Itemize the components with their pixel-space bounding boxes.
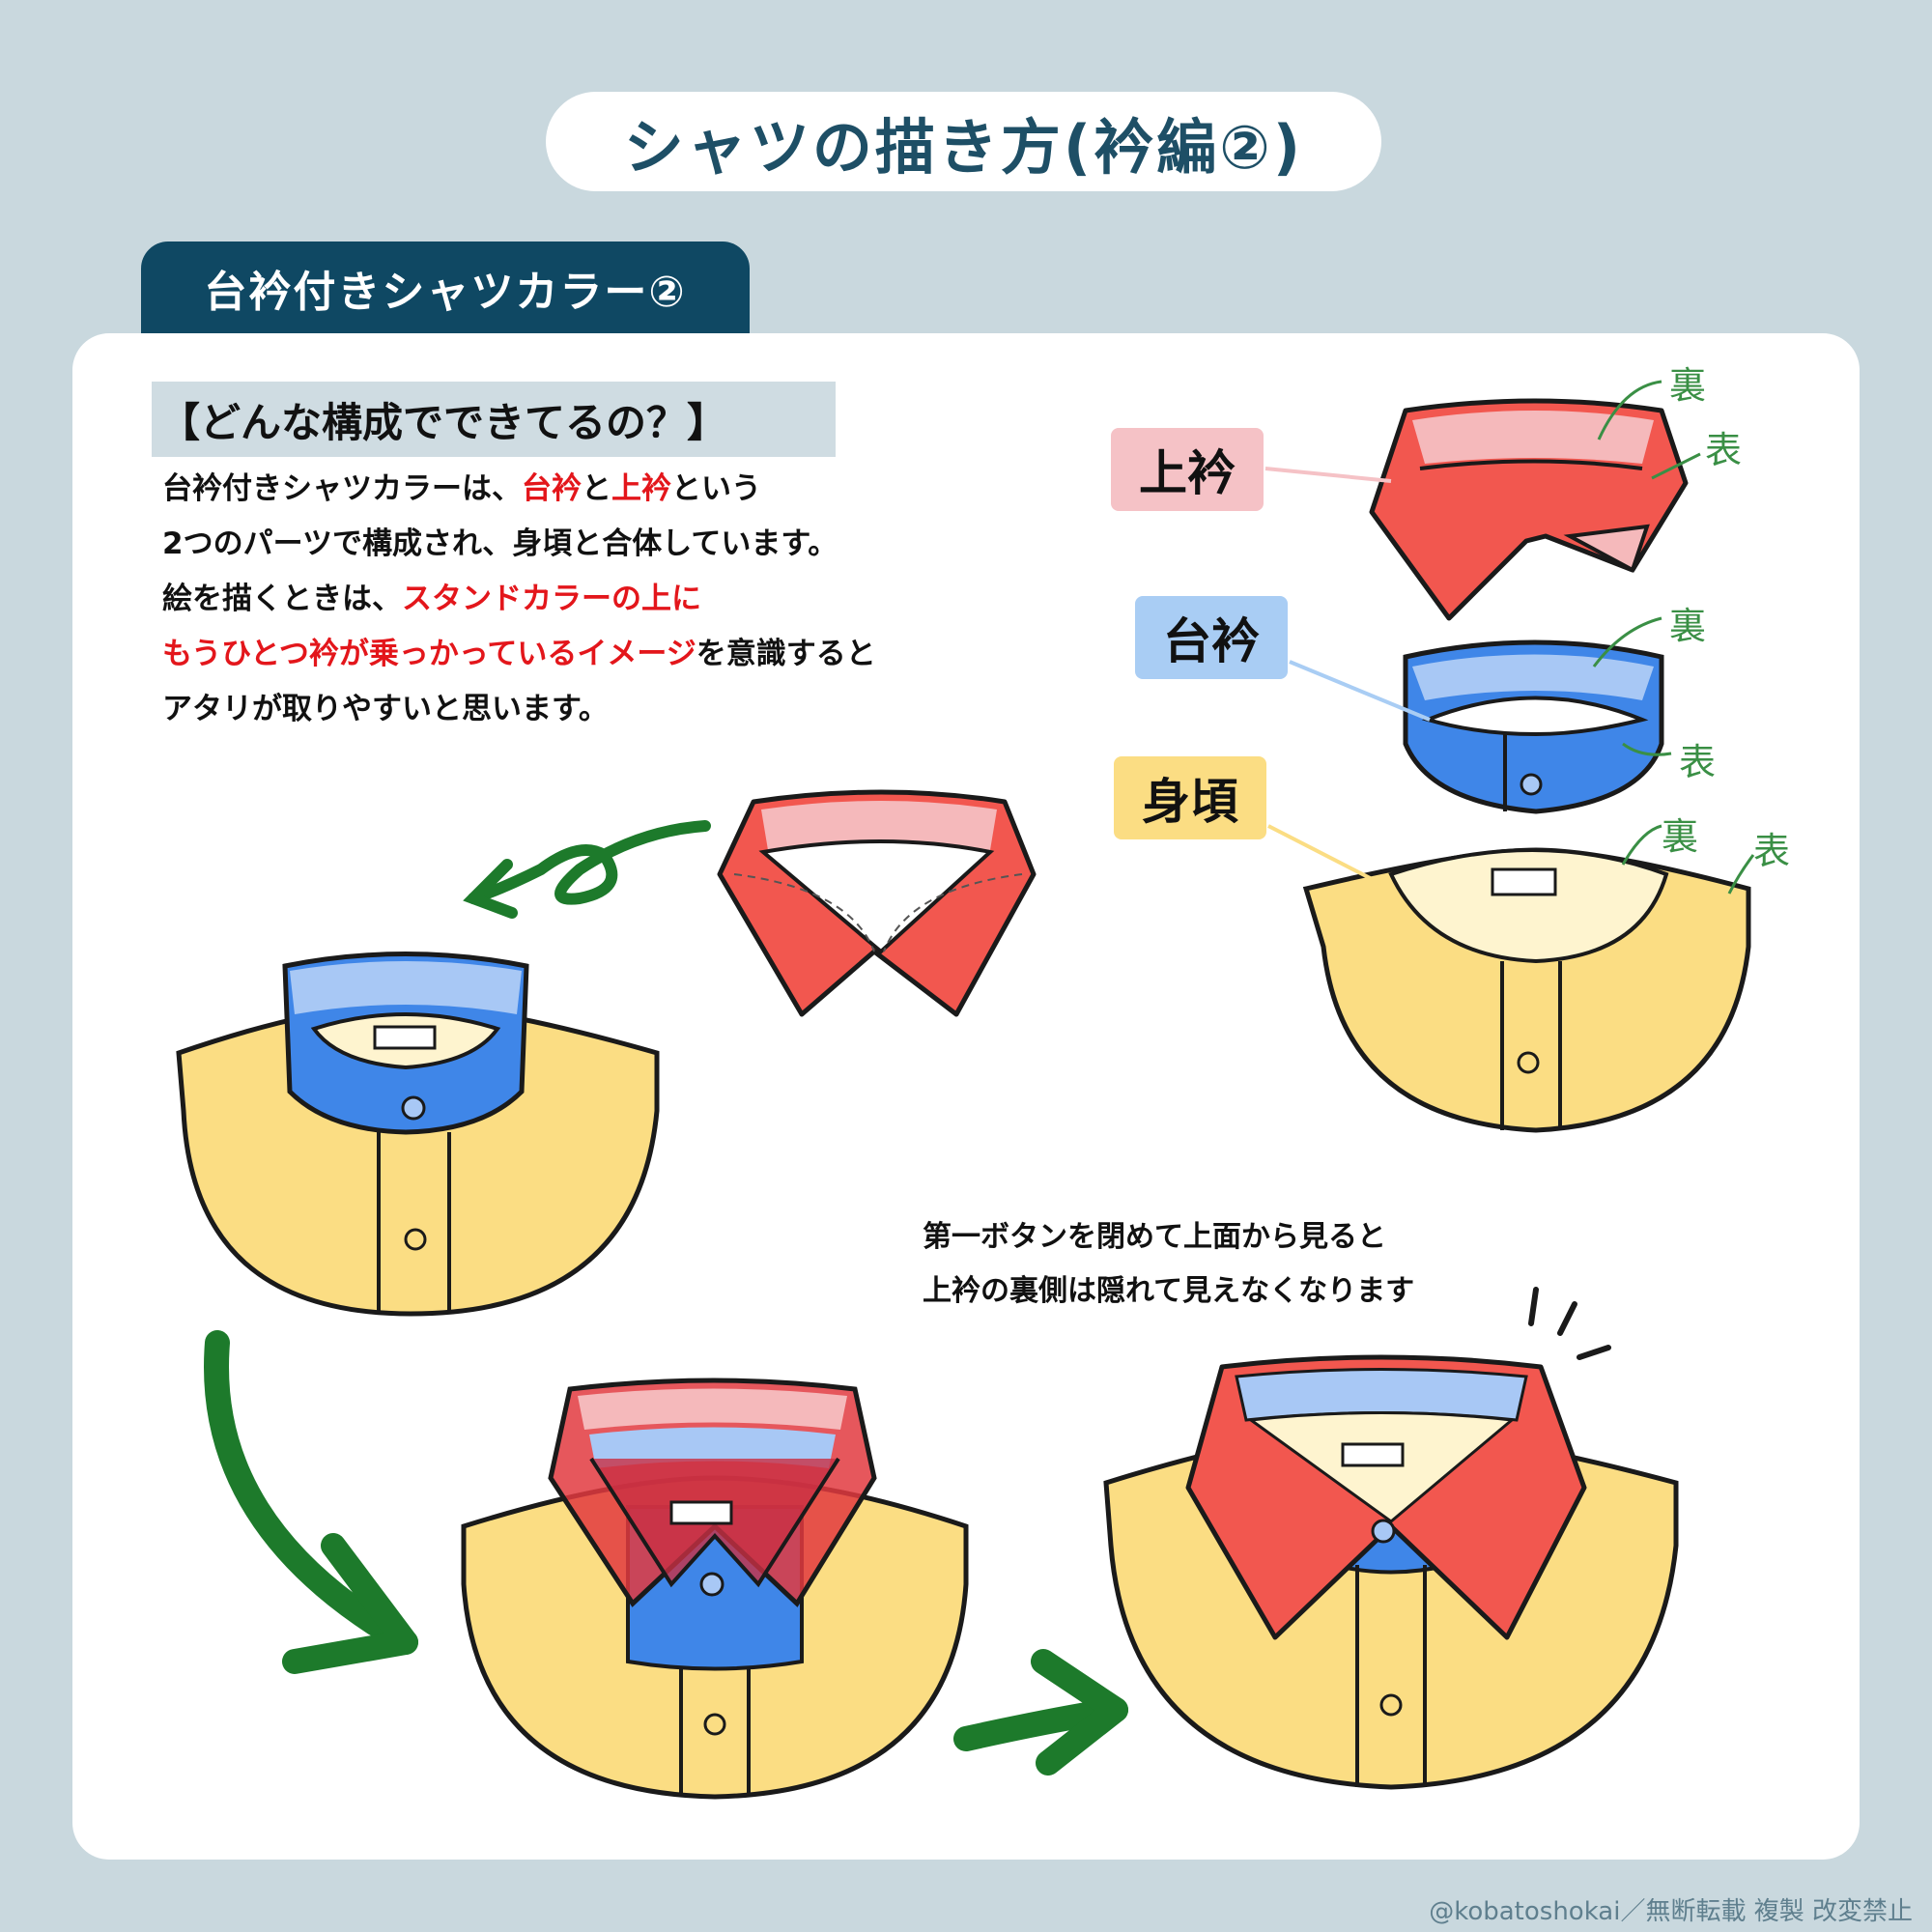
arrow-right-icon xyxy=(953,1649,1128,1776)
upper-collar-illustration xyxy=(1369,398,1689,621)
page-title: シャツの描き方(衿編②) xyxy=(546,92,1381,191)
description: 台衿付きシャツカラーは、台衿と上衿という 2つのパーツで構成され、身頃と合体して… xyxy=(162,462,1032,737)
label-body: 身頃 xyxy=(1114,756,1266,839)
note-text: 第一ボタンを閉めて上面から見ると 上衿の裏側は隠れて見えなくなります xyxy=(923,1210,1521,1319)
arrow-down-right-icon xyxy=(204,1330,418,1674)
stand-collar-illustration xyxy=(1403,639,1664,814)
body-yoke-illustration xyxy=(1302,847,1751,1133)
curl-arrow-icon xyxy=(463,820,711,919)
desc-line-2: 2つのパーツで構成され、身頃と合体しています。 xyxy=(162,526,838,561)
label-inner-stand: 裏 xyxy=(1669,605,1707,647)
connector-stand xyxy=(1289,660,1431,722)
desc-line-5: アタリが取りやすいと思います。 xyxy=(162,692,609,726)
label-outer-body: 表 xyxy=(1753,830,1791,872)
note-line-2: 上衿の裏側は隠れて見えなくなります xyxy=(923,1274,1415,1308)
label-stand-collar: 台衿 xyxy=(1135,596,1288,679)
desc-line-1: 台衿付きシャツカラーは、台衿と上衿という xyxy=(162,471,761,506)
stand-on-body-illustration xyxy=(176,952,660,1317)
label-inner-upper: 裏 xyxy=(1669,364,1707,407)
label-upper-collar: 上衿 xyxy=(1111,428,1264,511)
label-inner-body: 裏 xyxy=(1662,815,1699,858)
label-outer-stand: 表 xyxy=(1679,741,1717,783)
label-outer-upper: 表 xyxy=(1705,429,1743,471)
finished-collar-illustration xyxy=(1103,1287,1679,1790)
floating-upper-collar xyxy=(717,789,1037,1017)
connector-body xyxy=(1267,824,1382,886)
connector-upper xyxy=(1264,467,1392,483)
question-heading: 【どんな構成でできてるの？】 xyxy=(152,382,836,457)
copyright-footer: @kobatoshokai／無断転載 複製 改変禁止 xyxy=(1429,1897,1913,1926)
leader-lines xyxy=(1592,380,1755,895)
overlay-collar-illustration xyxy=(461,1378,969,1800)
note-line-1: 第一ボタンを閉めて上面から見ると xyxy=(923,1220,1386,1254)
desc-line-4: もうひとつ衿が乗っかっているイメージを意識すると xyxy=(162,637,876,671)
section-tab: 台衿付きシャツカラー② xyxy=(141,242,750,334)
desc-line-3: 絵を描くときは、スタンドカラーの上に xyxy=(162,582,701,616)
